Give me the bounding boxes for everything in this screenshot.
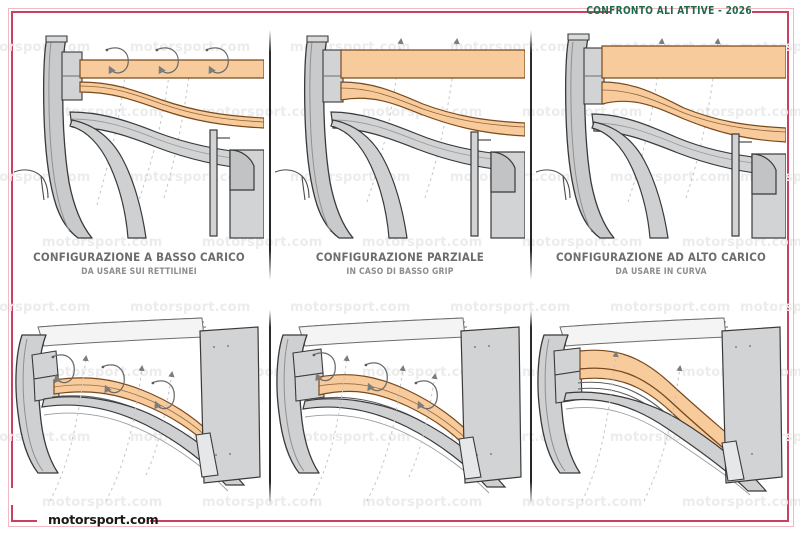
panel-top-low-downforce [14,20,264,242]
page-title: CONFRONTO ALI ATTIVE - 2026 [586,4,752,17]
caption-high-sub: DA USARE IN CURVA [615,267,707,277]
caption-high-main: CONFIGURAZIONE AD ALTO CARICO [556,250,766,264]
frame-left-rule [11,11,13,488]
caption-partial: CONFIGURAZIONE PARZIALE IN CASO DI BASSO… [275,250,525,277]
panel-top-high-downforce [536,20,786,242]
frame-top-left-rule [11,11,611,13]
frame-left-lower-rule [11,505,13,522]
panel-grid: CONFIGURAZIONE A BASSO CARICO DA USARE S… [14,20,786,505]
caption-high: CONFIGURAZIONE AD ALTO CARICO DA USARE I… [536,250,786,277]
frame-bottom-left-rule [11,520,37,522]
frame-bottom-right-rule [150,520,789,522]
frame-top-right-rule [752,11,789,13]
caption-low: CONFIGURAZIONE A BASSO CARICO DA USARE S… [14,250,264,277]
frame-right-rule [787,11,789,522]
panel-divider-2 [530,30,532,280]
panel-divider-1 [269,30,271,280]
panel-bottom-partial [275,305,525,502]
caption-low-sub: DA USARE SUI RETTILINEI [81,267,197,277]
caption-partial-sub: IN CASO DI BASSO GRIP [346,267,454,277]
caption-low-main: CONFIGURAZIONE A BASSO CARICO [33,250,245,264]
panel-top-partial [275,20,525,242]
panel-bottom-low-downforce [14,305,264,502]
panel-divider-3 [269,310,271,505]
panel-bottom-high-downforce [536,305,786,502]
caption-partial-main: CONFIGURAZIONE PARZIALE [315,250,485,264]
footer-brand: motorsport.com [48,512,159,527]
panel-divider-4 [530,310,532,505]
